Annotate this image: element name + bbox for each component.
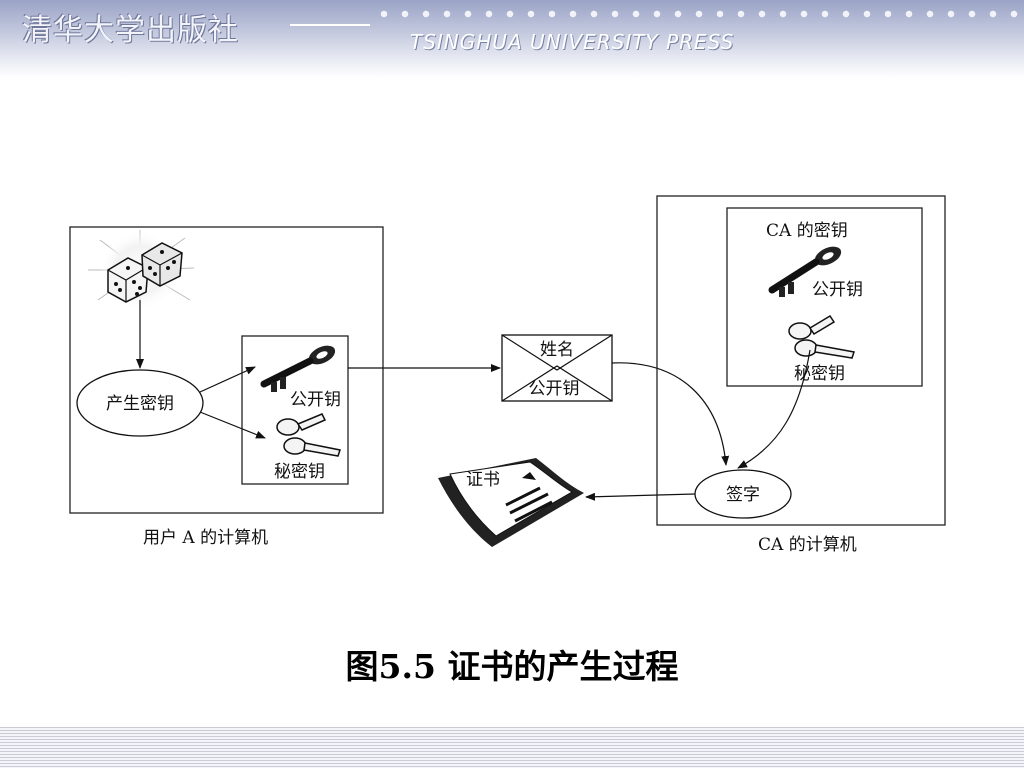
slide-header-banner: 清华大学出版社 TSINGHUA UNIVERSITY PRESS [0, 0, 1024, 78]
dice-icon [88, 230, 195, 312]
figure-caption: 图5.5 证书的产生过程 [345, 647, 679, 686]
user-private-key-icon [276, 413, 341, 457]
user-public-key-label: 公开钥 [290, 390, 341, 410]
ca-public-key-label: 公开钥 [812, 280, 863, 300]
certificate-icon [438, 458, 584, 547]
publisher-name-english: TSINGHUA UNIVERSITY PRESS [410, 30, 735, 54]
user-public-key-icon [260, 345, 336, 392]
ca-computer-label: CA 的计算机 [758, 535, 857, 555]
user-a-computer-label: 用户 A 的计算机 [143, 528, 268, 548]
user-a-computer-box [69, 226, 384, 514]
header-divider-line [290, 24, 370, 26]
envelope-public-key-label: 公开钥 [529, 379, 580, 399]
generate-to-public-key-arrow [199, 366, 256, 393]
generate-keys-label: 产生密钥 [106, 394, 174, 414]
certificate-label: 证书 [466, 470, 500, 490]
user-keypair-box [241, 335, 349, 485]
slide-footer-stripes [0, 727, 1024, 768]
ca-private-key-to-sign-arrow [737, 349, 811, 469]
envelope-icon [501, 334, 613, 402]
ca-private-key-label: 秘密钥 [794, 364, 845, 384]
ca-keys-box [726, 207, 923, 387]
publisher-name-chinese: 清华大学出版社 [22, 13, 239, 48]
ca-keys-title: CA 的密钥 [766, 221, 848, 241]
ca-public-key-icon [768, 246, 842, 297]
ca-computer-box [656, 195, 946, 526]
ca-private-key-icon [788, 314, 855, 359]
sign-label: 签字 [726, 485, 760, 505]
header-dot-row [380, 10, 1020, 20]
envelope-name-label: 姓名 [540, 340, 574, 360]
sign-to-certificate-arrow [585, 492, 696, 501]
envelope-to-sign-arrow [611, 362, 730, 466]
user-private-key-label: 秘密钥 [274, 462, 325, 482]
generate-to-private-key-arrow [199, 411, 266, 439]
generate-keys-node [76, 369, 204, 437]
